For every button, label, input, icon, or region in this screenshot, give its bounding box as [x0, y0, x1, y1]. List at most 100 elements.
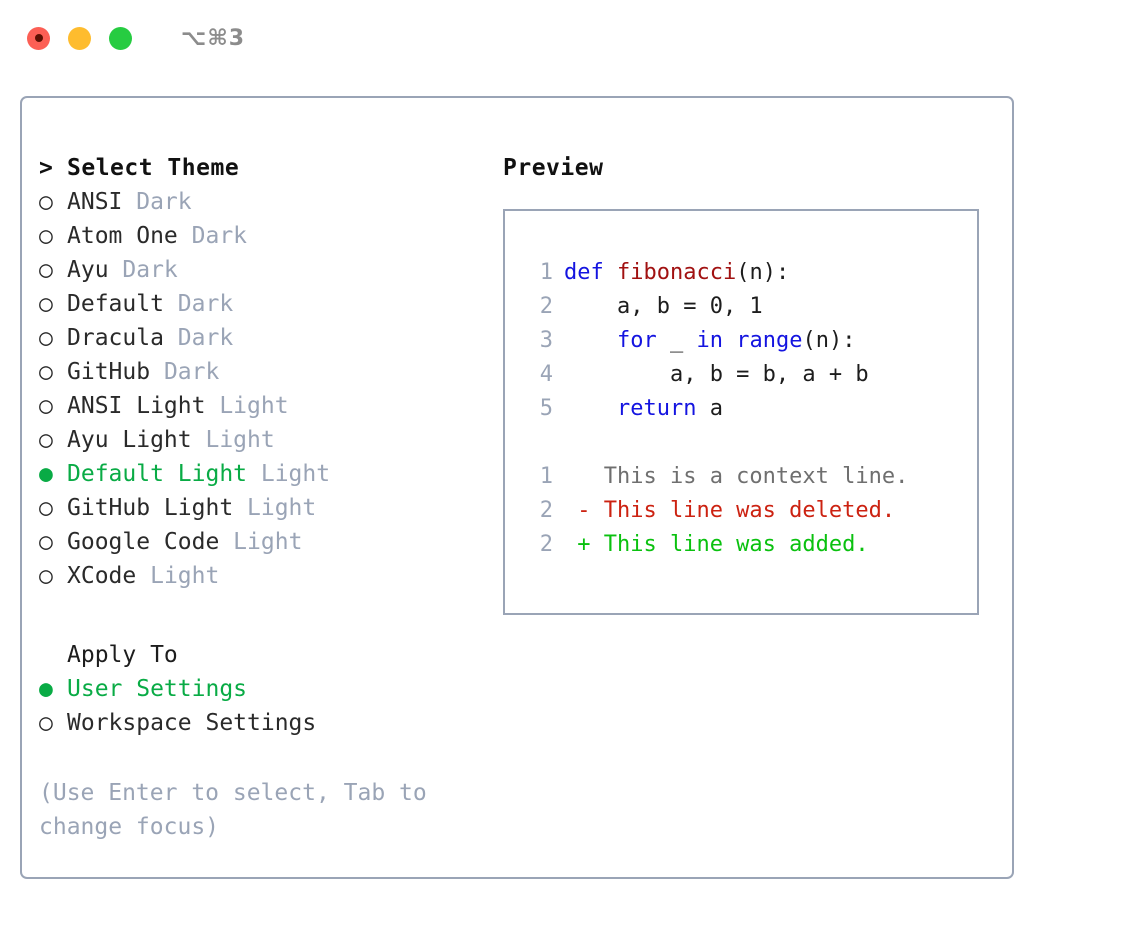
code-token: a, b = b, a + b [564, 362, 869, 387]
theme-item-variant: Light [247, 461, 331, 487]
theme-item-variant: Dark [122, 189, 192, 215]
apply-to-item-label: User Settings [67, 676, 248, 702]
maximize-button[interactable] [109, 26, 132, 50]
apply-to-item-label: Workspace Settings [67, 710, 317, 736]
theme-item-variant: Light [136, 563, 220, 589]
code-token: - This line was deleted. [564, 498, 896, 523]
theme-item-variant: Light [191, 427, 275, 453]
apply-to-title-label: Apply To [67, 642, 178, 668]
close-icon [34, 34, 43, 42]
theme-item-label: Ayu [67, 257, 109, 283]
code-token: a [696, 396, 723, 421]
code-token: for [616, 328, 657, 353]
code-line: 3 for _ in range(n): [523, 324, 977, 358]
code-token: (n): [802, 328, 856, 353]
radio-unselected-icon: ○ [39, 325, 53, 351]
apply-to-title: ○ Apply To [39, 638, 499, 672]
theme-picker-column: > Select Theme ○ANSI Dark○Atom One Dark○… [39, 151, 499, 844]
theme-item-label: ANSI Light [67, 393, 206, 419]
theme-item-variant: Dark [150, 359, 220, 385]
theme-item-label: Google Code [67, 529, 220, 555]
theme-item[interactable]: ○ Google Code Light [39, 525, 499, 559]
theme-item[interactable]: ○GitHub Light Light [39, 491, 499, 525]
keyboard-hint: (Use Enter to select, Tab to change focu… [39, 780, 441, 840]
radio-unselected-icon: ○ [39, 189, 53, 215]
theme-item-label: Default Light [67, 461, 248, 487]
diff-line: 1 This is a context line. [523, 460, 977, 494]
radio-unselected-icon: ○ [39, 257, 53, 283]
theme-item-label: Dracula [67, 325, 164, 351]
radio-unselected-icon: ○ [39, 563, 53, 589]
theme-item[interactable]: ○ Dracula Dark [39, 321, 499, 355]
theme-item[interactable]: ○Atom One Dark [39, 219, 499, 253]
theme-item-label: GitHub Light [67, 495, 234, 521]
theme-item[interactable]: ○ANSI Light Light [39, 389, 499, 423]
line-content: a, b = 0, 1 [564, 290, 763, 324]
theme-item-variant: Dark [163, 291, 234, 317]
theme-item-variant: Light [233, 495, 317, 521]
code-line: 2 a, b = 0, 1 [523, 290, 977, 324]
line-content: + This line was added. [564, 528, 869, 562]
theme-item[interactable]: ○ Default Dark [39, 287, 499, 321]
preview-title: Preview [503, 155, 604, 181]
code-token: return [616, 396, 697, 421]
radio-unselected-icon: ○ [39, 359, 53, 385]
radio-unselected-icon: ○ [39, 427, 53, 453]
theme-item-variant: Light [205, 393, 289, 419]
apply-to-item[interactable]: ● User Settings [39, 672, 499, 706]
line-content: a, b = b, a + b [564, 358, 869, 392]
apply-to-list: ● User Settings ○ Workspace Settings [39, 672, 499, 740]
theme-picker-heading: > Select Theme [39, 151, 499, 185]
prompt-marker-icon: > [39, 155, 54, 181]
code-token: fibonacci [616, 260, 737, 285]
code-token [564, 328, 617, 353]
theme-item-label: XCode [67, 563, 137, 589]
theme-item-variant: Dark [163, 325, 234, 351]
title-bar: ⌥⌘3 [0, 0, 1140, 76]
code-line: 5 return a [523, 392, 977, 426]
line-number: 5 [539, 396, 553, 421]
theme-item-label: ANSI [67, 189, 123, 215]
line-number: 3 [539, 328, 553, 353]
line-number: 4 [539, 362, 553, 387]
radio-unselected-icon: ○ [39, 529, 53, 555]
code-token: This is a context line. [564, 464, 909, 489]
theme-item[interactable]: ●Default Light Light [39, 457, 499, 491]
code-diff-spacer [523, 426, 977, 460]
line-number: 1 [539, 260, 553, 285]
theme-item-variant: Light [219, 529, 303, 555]
line-content: def fibonacci(n): [564, 256, 789, 290]
line-number: 1 [539, 464, 553, 489]
diff-line: 2 - This line was deleted. [523, 494, 977, 528]
radio-unselected-icon: ○ [39, 223, 53, 249]
theme-item[interactable]: ○ Ayu Dark [39, 253, 499, 287]
radio-selected-icon: ● [39, 676, 53, 702]
code-token: a, b = 0, 1 [564, 294, 763, 319]
theme-item[interactable]: ○ XCode Light [39, 559, 499, 593]
code-line: 4 a, b = b, a + b [523, 358, 977, 392]
theme-item[interactable]: ○GitHub Dark [39, 355, 499, 389]
line-content: return a [564, 392, 723, 426]
code-token: + This line was added. [564, 532, 869, 557]
theme-item[interactable]: ○ ANSI Dark [39, 185, 499, 219]
code-token: _ [656, 328, 697, 353]
line-number: 2 [539, 498, 553, 523]
theme-item-variant: Dark [108, 257, 178, 283]
close-button[interactable] [27, 26, 50, 50]
radio-unselected-icon: ○ [39, 291, 53, 317]
theme-item[interactable]: ○ Ayu Light Light [39, 423, 499, 457]
code-token: def [564, 260, 617, 285]
apply-to-item[interactable]: ○ Workspace Settings [39, 706, 499, 740]
radio-unselected-icon: ○ [39, 710, 53, 736]
line-content: for _ in range(n): [564, 324, 855, 358]
theme-item-label: Ayu Light [67, 427, 192, 453]
theme-item-label: Default [67, 291, 164, 317]
diff-sample: 1 This is a context line.2 - This line w… [523, 460, 977, 562]
code-token: (n): [736, 260, 790, 285]
theme-list: ○ANSI Dark○Atom One Dark○Ayu Dark○Defaul… [39, 185, 499, 593]
minimize-button[interactable] [68, 26, 91, 50]
apply-to-indent-spacer: ○ [39, 642, 67, 668]
